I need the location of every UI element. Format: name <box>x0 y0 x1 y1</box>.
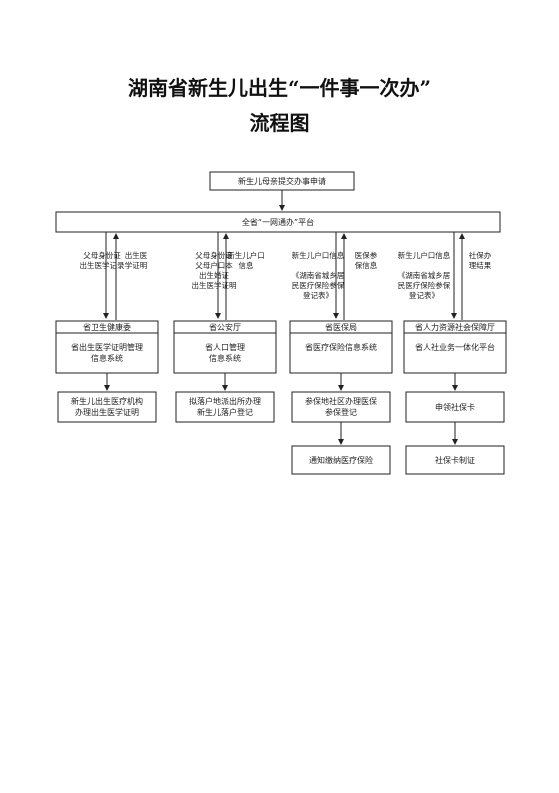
flow-label-request: 新生儿户口信息 <box>292 250 345 260</box>
department-name: 省人力资源社会保障厅 <box>415 322 495 332</box>
department-system: 信息系统 <box>91 353 123 363</box>
platform-text: 全省“一网通办”平台 <box>242 217 314 227</box>
department-system: 省医疗保险信息系统 <box>305 342 377 352</box>
page-title: 湖南省新生儿出生“一件事一次办” <box>127 76 431 100</box>
result-box <box>57 391 157 423</box>
result-box <box>175 391 275 423</box>
flow-label-request: 出生医学记录 <box>80 260 125 270</box>
result2-text: 通知缴纳医疗保险 <box>309 455 373 465</box>
top-application-text: 新生儿母亲提交办事申请 <box>238 176 326 186</box>
result-text: 新生儿出生医疗机构 <box>71 396 143 406</box>
flow-label-request: 民医疗保险参保 <box>398 280 451 290</box>
result-text: 参保地社区办理医保 <box>305 396 377 406</box>
flow-label-return: 理结果 <box>469 260 492 270</box>
department-system: 省人社业务一体化平台 <box>415 342 495 352</box>
department-name: 省医保局 <box>325 322 357 332</box>
department-system: 省人口管理 <box>205 342 245 352</box>
result-text: 参保登记 <box>325 407 357 417</box>
department-box <box>403 320 507 374</box>
result-box <box>405 391 505 423</box>
flow-label-return: 社保办 <box>469 250 492 260</box>
department-box <box>55 320 159 374</box>
page-subtitle: 流程图 <box>249 111 310 135</box>
result2-text: 社保卡制证 <box>435 455 475 465</box>
flow-label-return: 医保参 <box>355 250 378 260</box>
flow-label-return: 保信息 <box>355 260 378 270</box>
flow-label-return: 信息 <box>239 260 254 270</box>
flow-label-request: 父母户口本 <box>195 260 233 270</box>
result-box <box>291 391 391 423</box>
result2-box <box>291 445 391 475</box>
result-text: 申领社保卡 <box>435 402 475 412</box>
flow-label-request: 出生医学证明 <box>192 280 237 290</box>
department-name: 省公安厅 <box>209 322 241 332</box>
flow-label-request: 民医疗保险参保 <box>292 280 345 290</box>
flow-label-request: 父母身份证 <box>195 250 233 260</box>
flow-label-request: 登记表》 <box>303 290 333 300</box>
flow-label-request: 登记表》 <box>409 290 439 300</box>
result-text: 办理出生医学证明 <box>75 407 139 417</box>
flow-label-return: 新生儿户口 <box>227 250 265 260</box>
flow-label-request: 父母身份证 <box>83 250 121 260</box>
department-system: 省出生医学证明管理 <box>71 342 143 352</box>
result2-box <box>405 445 505 475</box>
result-text: 拟落户地派出所办理 <box>189 396 261 406</box>
department-system: 信息系统 <box>209 353 241 363</box>
flow-label-return: 出生医 <box>125 250 148 260</box>
flow-label-request: 新生儿户口信息 <box>398 250 451 260</box>
platform-box <box>55 211 501 233</box>
flow-label-request: 《湖南省城乡居 <box>292 270 345 280</box>
department-name: 省卫生健康委 <box>83 322 131 332</box>
flow-label-request: 《湖南省城乡居 <box>398 270 451 280</box>
department-box <box>173 320 277 374</box>
flow-label-return: 学证明 <box>125 260 148 270</box>
flow-label-request: 出生婚证 <box>199 270 229 280</box>
result-text: 新生儿落户登记 <box>197 407 253 417</box>
